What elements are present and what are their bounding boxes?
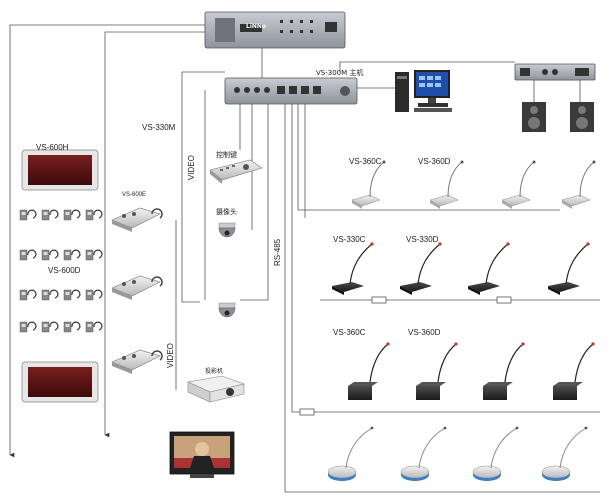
control-keyboard xyxy=(209,159,263,184)
brand-logo: LiNNo xyxy=(246,23,267,30)
microphone-black xyxy=(468,242,510,295)
microphone-tall xyxy=(553,342,595,400)
label-camera: 摄像头 xyxy=(216,208,237,216)
receiver-unit xyxy=(85,209,103,221)
label-vs330m: VS-330M xyxy=(142,123,176,132)
receiver-unit xyxy=(85,289,103,301)
microphone-black xyxy=(332,242,374,295)
interpreter-unit-3 xyxy=(111,349,163,374)
label-vs360d-mid: VS-360D xyxy=(408,328,441,337)
microphone-black xyxy=(400,242,442,295)
interpreter-unit-2 xyxy=(111,275,163,300)
receiver-unit xyxy=(19,249,37,261)
microphone-units xyxy=(327,160,596,481)
computer xyxy=(395,70,452,112)
label-video-bottom: VIDEO xyxy=(166,343,175,368)
microphone-blue xyxy=(541,426,588,481)
led-display-top xyxy=(21,149,99,191)
label-vs360c-mid: VS-360C xyxy=(333,328,366,337)
projector xyxy=(186,375,246,403)
receiver-unit xyxy=(63,209,81,221)
microphone-tall xyxy=(483,342,525,400)
microphone-blue xyxy=(472,426,519,481)
receiver-unit xyxy=(63,321,81,333)
microphone-silver xyxy=(501,160,536,209)
microphone-tall xyxy=(416,342,458,400)
label-rs485: RS-485 xyxy=(273,238,282,266)
label-vs330d: VS-330D xyxy=(406,235,439,244)
label-keyboard: 控制键 xyxy=(216,151,237,159)
microphone-blue xyxy=(400,426,447,481)
interpreter-unit-1 xyxy=(111,207,163,232)
label-vs600h: VS-600H xyxy=(36,143,69,152)
receiver-unit xyxy=(41,321,59,333)
led-display-bottom xyxy=(21,361,99,403)
microphone-black xyxy=(548,242,590,295)
label-video-left: VIDEO xyxy=(187,155,196,180)
dome-camera-2 xyxy=(218,302,236,318)
receiver-unit xyxy=(19,321,37,333)
junction-boxes xyxy=(299,296,512,416)
label-vs600d: VS-600D xyxy=(48,266,81,275)
label-vs330c: VS-330C xyxy=(333,235,366,244)
label-host: VS-300M 主机 xyxy=(316,69,364,77)
receiver-unit xyxy=(41,249,59,261)
speaker-right xyxy=(570,102,594,132)
tv-screen xyxy=(169,431,235,478)
receiver-unit xyxy=(85,321,103,333)
label-vs600e: VS-600E xyxy=(122,192,147,198)
microphone-silver xyxy=(561,160,596,209)
label-vs360c-top: VS-360C xyxy=(349,157,382,166)
receiver-unit xyxy=(19,289,37,301)
receiver-unit xyxy=(85,249,103,261)
host-unit xyxy=(224,77,358,105)
receiver-grid xyxy=(19,209,103,333)
label-projector: 投影机 xyxy=(205,368,224,375)
rack-unit-top xyxy=(204,11,346,49)
label-vs360d-top: VS-360D xyxy=(418,157,451,166)
microphone-silver xyxy=(351,160,386,209)
speaker-left xyxy=(522,102,546,132)
receiver-unit xyxy=(41,289,59,301)
receiver-unit xyxy=(63,289,81,301)
dome-camera-1 xyxy=(218,222,236,238)
receiver-unit xyxy=(41,209,59,221)
receiver-unit xyxy=(63,249,81,261)
amplifier xyxy=(514,63,596,81)
microphone-blue xyxy=(327,426,374,481)
microphone-tall xyxy=(348,342,390,400)
microphone-silver xyxy=(429,160,464,209)
receiver-unit xyxy=(19,209,37,221)
